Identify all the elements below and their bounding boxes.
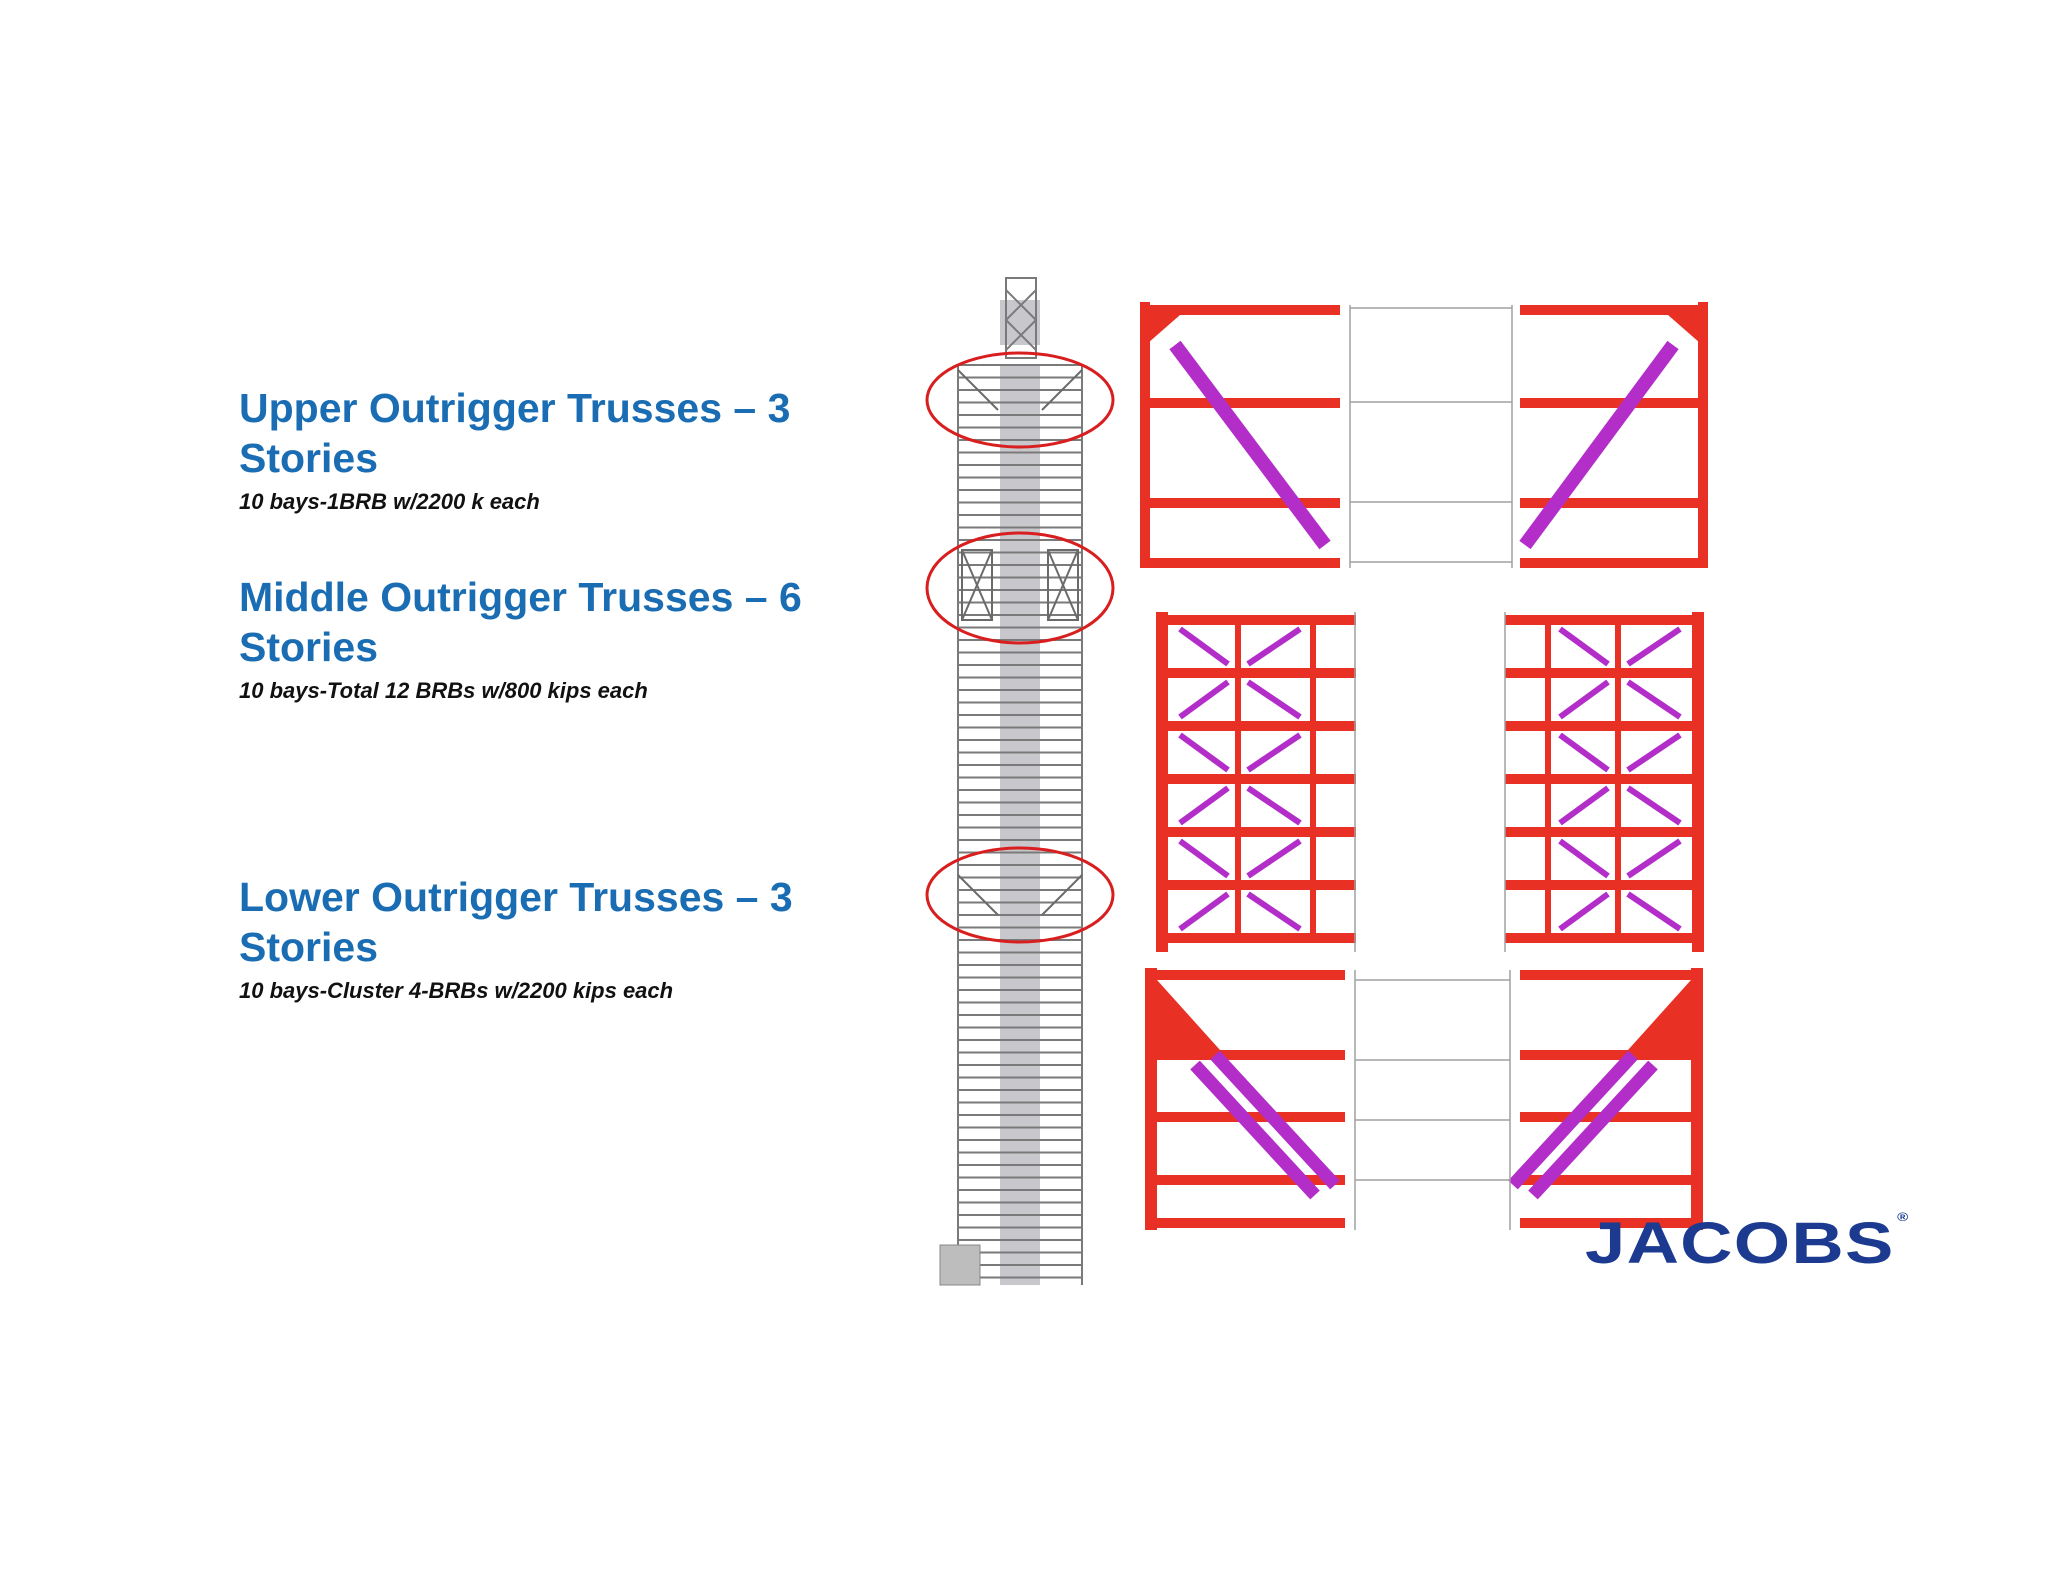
middle-brb <box>1178 732 1230 773</box>
middle-outrigger-label: Middle Outrigger Trusses – 6 Stories 10 … <box>239 572 859 706</box>
middle-truss-post <box>1615 678 1621 721</box>
upper-truss-diagonals <box>957 369 1083 411</box>
middle-truss-chord <box>1505 774 1704 784</box>
lower-outrigger-subtitle: 10 bays-Cluster 4-BRBs w/2200 kips each <box>239 978 674 1003</box>
upper-brb-left <box>1169 340 1331 550</box>
middle-truss-chord <box>1156 827 1356 837</box>
lower-highlight-circle <box>925 846 1115 944</box>
middle-brb <box>1558 732 1610 773</box>
middle-truss-post <box>1545 625 1551 668</box>
spire-frame <box>1005 277 1037 359</box>
middle-truss-chord <box>1505 933 1704 943</box>
middle-truss-post <box>1310 731 1316 774</box>
middle-truss-post <box>1310 890 1316 933</box>
tower-floors <box>957 364 1083 1285</box>
middle-truss-chord <box>1156 668 1356 678</box>
middle-brb <box>1626 732 1682 773</box>
middle-brb <box>1558 838 1610 879</box>
middle-truss-post <box>1615 784 1621 827</box>
lower-outrigger-label: Lower Outrigger Trusses – 3 Stories 10 b… <box>239 872 859 1006</box>
middle-truss-post <box>1545 890 1551 933</box>
middle-truss-post <box>1545 837 1551 880</box>
middle-truss-post <box>1310 678 1316 721</box>
middle-truss-post <box>1545 678 1551 721</box>
middle-brb <box>1626 785 1682 826</box>
middle-brb <box>1626 838 1682 879</box>
upper-core-floors <box>1349 305 1513 568</box>
middle-truss-post <box>1235 837 1241 880</box>
upper-brb-right <box>1519 340 1679 550</box>
middle-brb <box>1558 891 1610 932</box>
middle-truss-post <box>1235 784 1241 827</box>
middle-outrigger-subtitle: 10 bays-Total 12 BRBs w/800 kips each <box>239 678 648 703</box>
middle-truss-chord <box>1156 721 1356 731</box>
middle-truss-post <box>1615 890 1621 933</box>
middle-highlight-circle <box>925 531 1115 645</box>
middle-truss-diagonals <box>961 549 1079 621</box>
middle-brb <box>1626 891 1682 932</box>
lower-outrigger-title: Lower Outrigger Trusses – 3 Stories <box>239 874 793 970</box>
upper-highlight-circle <box>925 351 1115 449</box>
middle-truss-chord <box>1156 933 1356 943</box>
middle-truss-post <box>1235 625 1241 668</box>
middle-brb <box>1246 626 1302 667</box>
middle-brb <box>1246 679 1302 720</box>
middle-brb <box>1626 679 1682 720</box>
middle-truss-chord <box>1156 880 1356 890</box>
middle-brb <box>1558 626 1610 667</box>
middle-brb <box>1558 679 1610 720</box>
middle-brb <box>1178 785 1230 826</box>
lower-truss-panel <box>1145 968 1703 1230</box>
lower-brb-cluster-right <box>1508 1050 1658 1200</box>
lower-truss-diagonals <box>957 874 1083 916</box>
middle-truss-post <box>1615 731 1621 774</box>
middle-truss-chord <box>1505 827 1704 837</box>
core-wall <box>1000 365 1040 1285</box>
middle-truss-post <box>1545 731 1551 774</box>
middle-brb <box>1178 679 1230 720</box>
middle-brb <box>1246 891 1302 932</box>
middle-truss-post <box>1310 837 1316 880</box>
upper-truss-panel <box>1140 302 1708 568</box>
middle-brb <box>1178 626 1230 667</box>
middle-brb <box>1246 838 1302 879</box>
lower-core-floors <box>1354 970 1511 1230</box>
upper-outrigger-label: Upper Outrigger Trusses – 3 Stories 10 b… <box>239 383 859 517</box>
jacobs-logo: JACOBS® <box>1585 1210 1910 1276</box>
middle-truss-chord <box>1156 774 1356 784</box>
middle-core-floors <box>1354 612 1506 952</box>
middle-truss-chord <box>1156 615 1356 625</box>
middle-brb <box>1246 732 1302 773</box>
middle-truss-post <box>1235 731 1241 774</box>
middle-truss-chord <box>1505 615 1704 625</box>
middle-truss-chord <box>1505 880 1704 890</box>
middle-truss-chord <box>1505 721 1704 731</box>
middle-truss-post <box>1615 625 1621 668</box>
middle-brb <box>1558 785 1610 826</box>
middle-truss-post <box>1545 784 1551 827</box>
middle-truss-post <box>1310 784 1316 827</box>
upper-outrigger-subtitle: 10 bays-1BRB w/2200 k each <box>239 489 540 514</box>
middle-brb <box>1178 891 1230 932</box>
middle-truss-panel <box>1156 612 1704 952</box>
middle-outrigger-title: Middle Outrigger Trusses – 6 Stories <box>239 574 802 670</box>
podium-base <box>939 1244 981 1286</box>
middle-truss-post <box>1235 890 1241 933</box>
upper-outrigger-title: Upper Outrigger Trusses – 3 Stories <box>239 385 791 481</box>
lower-brb-cluster-left <box>1190 1050 1340 1200</box>
outrigger-truss-details <box>1140 302 1708 1230</box>
middle-brb <box>1178 838 1230 879</box>
middle-brb <box>1246 785 1302 826</box>
tower-elevation-diagram <box>925 277 1115 1286</box>
middle-brb <box>1626 626 1682 667</box>
middle-truss-post <box>1615 837 1621 880</box>
middle-truss-chord <box>1505 668 1704 678</box>
middle-truss-post <box>1235 678 1241 721</box>
middle-truss-post <box>1310 625 1316 668</box>
